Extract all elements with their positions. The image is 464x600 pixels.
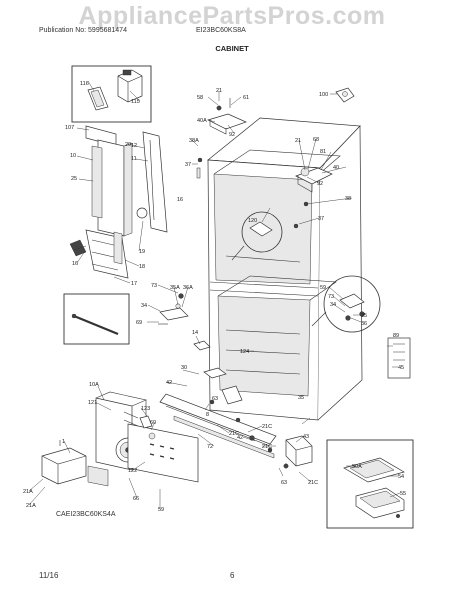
label-21A-top: 21A [23, 489, 33, 495]
label-16-top: 16 [177, 197, 183, 203]
label-69: 69 [136, 320, 142, 326]
inset-box-top [71, 65, 152, 123]
label-30: 30 [181, 365, 187, 371]
label-40A: 40A [197, 118, 207, 124]
label-66: 66 [133, 496, 139, 502]
label-60: 60 [150, 420, 156, 426]
label-61: 61 [243, 95, 249, 101]
label-63-top: 63 [212, 396, 218, 402]
label-36A: 36A [183, 285, 193, 291]
label-59: 59 [320, 285, 326, 291]
inset-box-middle [63, 293, 130, 345]
label-122: 122 [128, 468, 137, 474]
cabinet-body [207, 117, 411, 421]
label-116: 116 [80, 81, 89, 87]
label-68: 68 [313, 137, 319, 143]
label-38: 38 [345, 196, 351, 202]
label-19: 19 [139, 249, 145, 255]
kick-plate [159, 393, 277, 459]
label-55: 55 [400, 491, 406, 497]
watermark: AppliancePartsPros.com [78, 2, 386, 30]
label-11: 11 [131, 156, 137, 162]
label-73-left: 73 [151, 283, 157, 289]
label-100: 100 [319, 92, 328, 98]
label-34-left: 34 [141, 303, 147, 309]
label-58: 58 [197, 95, 203, 101]
label-1: 1 [62, 439, 65, 445]
label-21C-b: 21C [262, 424, 272, 430]
label-37-right: 37 [318, 216, 324, 222]
top-hinge-left [196, 98, 247, 179]
label-43: 43 [303, 434, 309, 440]
label-18: 18 [139, 264, 145, 270]
label-21-right: 21 [295, 138, 301, 144]
label-54: 54 [398, 474, 404, 480]
label-21C-c: 21C [262, 444, 272, 450]
label-8: 8 [206, 412, 209, 418]
callout-circle-120 [231, 211, 283, 261]
label-34-right: 34 [330, 302, 336, 308]
label-42-left: 42 [166, 380, 172, 386]
label-42-right: 42 [237, 435, 243, 441]
label-115: 115 [131, 99, 140, 105]
page-number: 6 [230, 571, 235, 580]
label-25: 25 [71, 176, 77, 182]
label-59-bottom: 59 [158, 507, 164, 513]
label-21A-bottom: 21A [26, 503, 36, 509]
label-50A: 50A [352, 464, 362, 470]
label-63-bottom: 63 [281, 480, 287, 486]
label-38A: 38A [189, 138, 199, 144]
label-36: 36 [361, 321, 367, 327]
label-21C-a: 21C [229, 431, 239, 437]
label-92-left: 92 [229, 132, 235, 138]
label-16-bottom: 16 [72, 261, 78, 267]
label-21-top: 21 [216, 88, 222, 94]
label-35-bottom: 35 [298, 395, 304, 401]
label-12: 12 [131, 143, 137, 149]
leader-lines [28, 80, 401, 509]
label-17: 17 [131, 281, 137, 287]
label-73-right: 73 [328, 294, 334, 300]
part-labels: 116 115 107 10 25 11 12 20 19 18 16 16 1… [23, 81, 406, 513]
label-92-right: 92 [317, 181, 323, 187]
label-45: 45 [398, 365, 404, 371]
label-10: 10 [70, 153, 76, 159]
control-housing [69, 125, 168, 279]
publication-number: Publication No: 5995681474 [39, 27, 127, 34]
freezer-fan-assembly [41, 391, 199, 487]
label-124: 124 [240, 349, 249, 355]
callout-circle-lower [311, 275, 381, 333]
label-123: 123 [141, 406, 150, 412]
label-72: 72 [207, 444, 213, 450]
label-81: 81 [320, 149, 326, 155]
footer-date: 11/16 [39, 571, 59, 580]
section-title: CABINET [215, 44, 249, 53]
label-21C-d: 21C [308, 480, 318, 486]
label-35A: 35A [170, 285, 180, 291]
lower-hinge-right [267, 435, 313, 469]
label-107: 107 [65, 125, 74, 131]
label-10A: 10A [89, 382, 99, 388]
label-14: 14 [192, 330, 198, 336]
label-121: 121 [88, 400, 97, 406]
inset-box-bottom [326, 439, 414, 529]
label-35: 35 [361, 313, 367, 319]
diagram-code: CAEI23BC60KS4A [56, 511, 116, 518]
label-89: 89 [393, 333, 399, 339]
label-37-left: 37 [185, 162, 191, 168]
label-20: 20 [125, 142, 131, 148]
middle-hinge [158, 293, 211, 351]
label-40: 40 [333, 165, 339, 171]
label-120: 120 [248, 218, 257, 224]
model-number: EI23BC60KS8A [196, 27, 246, 34]
top-hinge-right [293, 87, 355, 229]
lower-hinge-left [203, 367, 255, 441]
